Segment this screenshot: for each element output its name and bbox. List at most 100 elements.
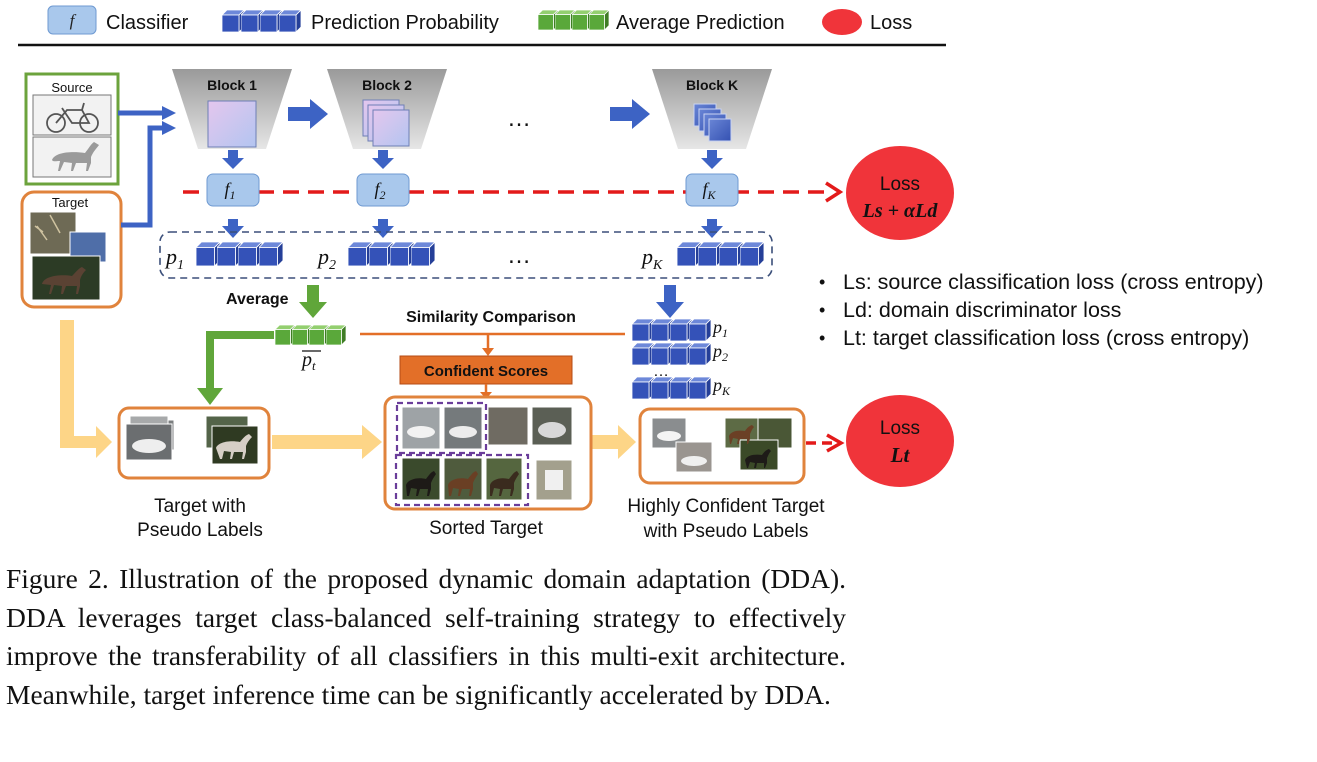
sorted-caption: Sorted Target — [429, 518, 543, 539]
block-k: Block K — [652, 69, 772, 149]
block-2: Block 2 — [327, 69, 447, 149]
loss-bottom-circle — [846, 395, 954, 487]
average-to-pseudo-arrow-head — [197, 388, 223, 405]
block-ellipsis: … — [507, 105, 531, 132]
loss-definition-ls: Ls: source classification loss (cross en… — [815, 268, 1264, 296]
stack-p2-symbol: p — [711, 341, 722, 361]
car-icon — [132, 439, 166, 453]
classifier-2-symbol: f — [374, 179, 382, 199]
sorted-to-confident-arrow — [592, 425, 636, 459]
prediction-legend-icon — [222, 10, 301, 32]
block-2-feature — [362, 99, 410, 147]
prediction-k-symbol: p — [640, 244, 653, 269]
average-legend-icon — [538, 10, 609, 30]
classifier-2-sub: 2 — [380, 188, 386, 202]
block-k-feature — [693, 103, 732, 142]
prediction-ellipsis: … — [507, 242, 531, 269]
loss-bottom-formula: Lt — [890, 443, 911, 467]
confident-scores-label: Confident Scores — [424, 363, 548, 380]
loss-top-formula: Ls + αLd — [862, 200, 939, 222]
prediction-k-sub: K — [652, 258, 663, 273]
pseudo-label-box — [117, 406, 271, 480]
pseudo-to-sorted-arrow — [272, 425, 382, 459]
sorted-car-3 — [487, 406, 529, 446]
arrow-to-blockk — [610, 99, 650, 129]
average-down-arrow — [299, 285, 327, 318]
prediction-1-symbol: p — [164, 244, 177, 269]
svg-text:pK: pK — [711, 375, 731, 398]
classifier-1-sub: 1 — [230, 188, 236, 202]
svg-text:f1: f1 — [224, 179, 235, 202]
pbar-symbol: p — [300, 349, 312, 371]
source-label: Source — [51, 80, 92, 95]
source-image-bicycle — [32, 94, 112, 136]
classifier-legend-symbol: f — [70, 11, 77, 30]
classifier-1-symbol: f — [224, 179, 232, 199]
average-legend-label: Average Prediction — [616, 12, 785, 34]
classifier-k-symbol: f — [702, 179, 710, 199]
svg-text:pt: pt — [300, 349, 316, 373]
average-prediction — [275, 325, 346, 345]
block-1: Block 1 — [172, 69, 292, 149]
classifier-2: f2 — [356, 173, 410, 207]
confident-target-box — [638, 407, 806, 485]
loss-top-circle — [846, 146, 954, 240]
classifier-prediction-arrows — [222, 219, 723, 238]
target-image-bikes — [29, 211, 77, 255]
svg-text:f2: f2 — [374, 179, 385, 202]
block-arrows — [288, 99, 650, 129]
bicycle-icon — [46, 102, 99, 133]
loss-bottom: Loss Lt — [846, 395, 954, 487]
stack-pk-symbol: p — [711, 375, 722, 395]
loss-legend-label: Loss — [870, 12, 912, 34]
classifier-k-sub: K — [707, 188, 717, 202]
loss-legend-icon — [822, 9, 862, 35]
svg-text:pK: pK — [640, 244, 663, 273]
stack-p1-sub: 1 — [722, 326, 728, 340]
target-label: Target — [52, 195, 89, 210]
block-2-label: Block 2 — [362, 77, 412, 93]
loss-definition-ld: Ld: domain discriminator loss — [815, 296, 1264, 324]
source-panel: Source — [24, 72, 120, 186]
svg-text:p2: p2 — [711, 341, 728, 364]
stack-ellipsis: … — [653, 363, 669, 380]
pseudo-caption-line2: Pseudo Labels — [137, 520, 263, 541]
pseudo-caption-line1: Target with — [154, 496, 246, 517]
confident-caption-line1: Highly Confident Target — [627, 496, 825, 517]
bottom-loss-arrow-head — [826, 433, 845, 453]
horse-silhouette — [42, 267, 86, 294]
block-k-label: Block K — [686, 77, 738, 93]
sorted-target-box — [383, 395, 593, 511]
sorted-horse-selection — [394, 453, 530, 507]
horse-icon — [216, 434, 252, 459]
stack-p2-sub: 2 — [722, 350, 728, 364]
similarity-label: Similarity Comparison — [406, 309, 576, 326]
loss-definition-lt: Lt: target classification loss (cross en… — [815, 324, 1264, 352]
similarity-arrow-head — [482, 348, 494, 356]
prediction-legend-label: Prediction Probability — [311, 12, 499, 34]
block-1-feature — [207, 100, 257, 148]
prediction-stack — [632, 319, 711, 399]
prediction-2-symbol: p — [316, 244, 329, 269]
stack-down-arrow — [656, 285, 684, 318]
block-1-label: Block 1 — [207, 77, 257, 93]
classifier-k: fK — [685, 173, 739, 207]
loss-definitions: Ls: source classification loss (cross en… — [815, 268, 1264, 352]
input-arrows — [118, 106, 176, 228]
loss-bottom-title: Loss — [880, 418, 920, 439]
classifier-1: f1 — [206, 173, 260, 207]
confident-car-2 — [675, 441, 713, 473]
svg-text:fK: fK — [702, 179, 716, 202]
pbar-sub: t — [312, 358, 316, 373]
classifier-legend-label: Classifier — [106, 12, 189, 34]
prediction-2-sub: 2 — [329, 258, 336, 273]
diagram: f Classifier Prediction Probability Aver… — [18, 5, 954, 542]
figure-caption: Figure 2. Illustration of the proposed d… — [6, 563, 846, 710]
bike-silhouette — [34, 214, 61, 241]
yellow-flow-arrows — [60, 320, 636, 459]
classifier-legend-icon — [47, 5, 97, 35]
average-to-pseudo-arrow — [206, 331, 274, 392]
block-classifier-arrows — [222, 150, 723, 169]
svg-text:p2: p2 — [316, 244, 336, 273]
confident-caption-line2: with Pseudo Labels — [643, 521, 809, 542]
